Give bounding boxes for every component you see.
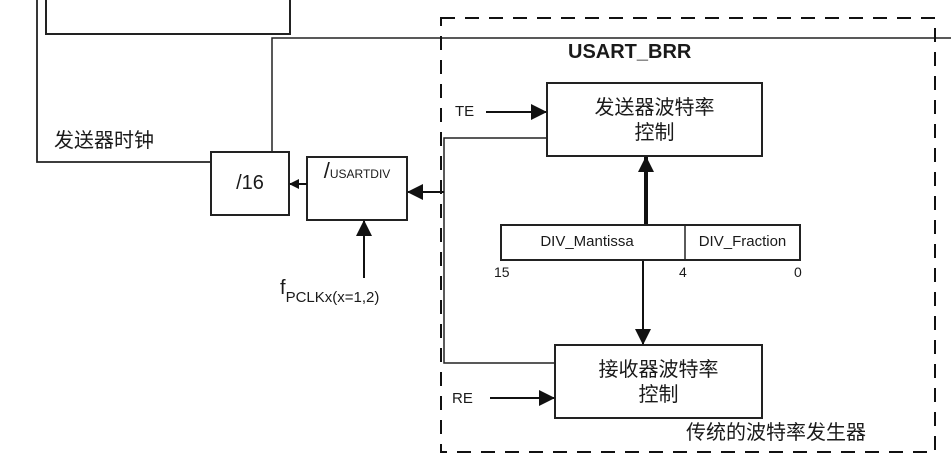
te-label: TE	[455, 103, 475, 120]
control-bus-line	[443, 137, 555, 364]
rx-label-line1: 接收器波特率	[598, 356, 719, 381]
rx-label-line2: 控制	[638, 381, 679, 406]
baud-generator-boundary	[440, 17, 936, 453]
transmitter-clock-label: 发送器时钟	[54, 128, 154, 152]
rx-baud-control-label: 接收器波特率 控制	[555, 345, 762, 418]
divide-by-16-text: /16	[236, 172, 264, 194]
generator-caption: 传统的波特率发生器	[686, 420, 866, 444]
usartdiv-slash: /	[323, 158, 330, 183]
tx-label-line1: 发送器波特率	[594, 94, 715, 119]
div-fraction-label: DIV_Fraction	[698, 233, 787, 251]
rx-baud-control-box	[554, 344, 763, 419]
div-mantissa-label: DIV_Mantissa	[540, 233, 634, 251]
usartdiv-text: USARTDIV	[329, 167, 391, 181]
usartdiv-label: / USARTDIV	[307, 157, 407, 207]
upstream-block	[45, 0, 291, 35]
div-mantissa-field: DIV_Mantissa	[501, 225, 685, 260]
tx-baud-control-label: 发送器波特率 控制	[547, 83, 762, 156]
pclk-f: f	[280, 277, 286, 299]
transmitter-clock-line	[36, 0, 213, 163]
bit-label-4: 4	[679, 264, 687, 280]
register-title: USART_BRR	[568, 41, 692, 63]
re-label: RE	[452, 390, 473, 407]
divider-output-line	[271, 37, 951, 152]
bit-label-0: 0	[794, 264, 802, 280]
div-fraction-field: DIV_Fraction	[685, 225, 800, 260]
tx-baud-control-box	[546, 82, 763, 157]
divide-by-16-label: /16	[211, 152, 289, 215]
bit-label-15: 15	[494, 264, 510, 280]
tx-label-line2: 控制	[634, 119, 675, 144]
brr-register	[500, 224, 801, 261]
pclk-subscript: PCLKx(x=1,2)	[285, 289, 380, 306]
pclk-label: fPCLKx(x=1,2)	[280, 277, 379, 305]
